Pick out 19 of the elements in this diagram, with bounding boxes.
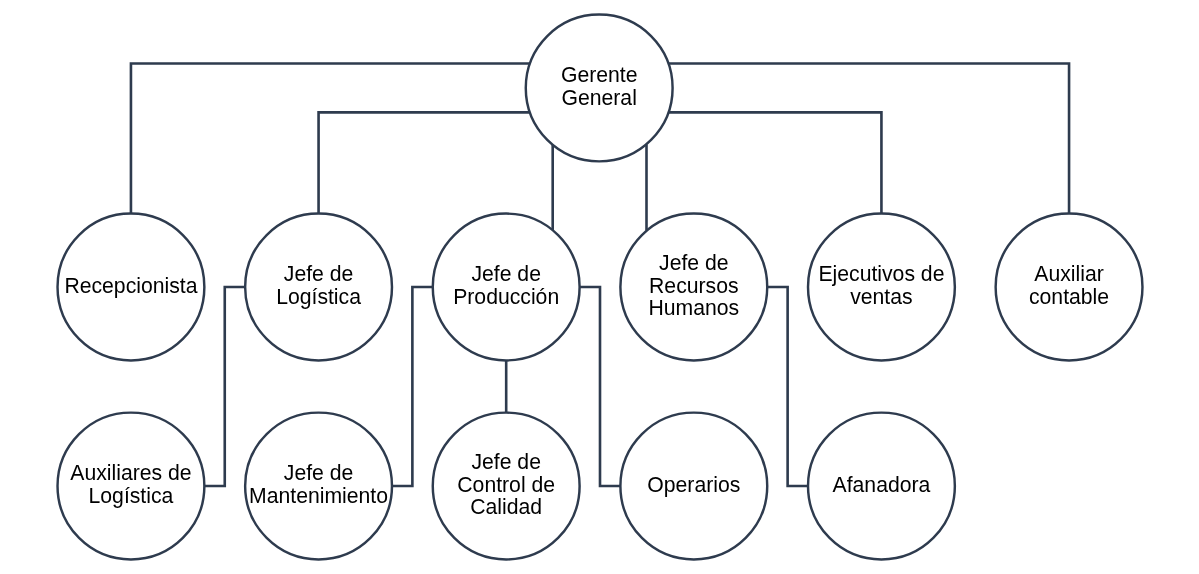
node-circle: Gerente General <box>524 13 674 163</box>
node-circle: Recepcionista <box>55 212 206 362</box>
node-circle: Jefe de Mantenimiento <box>243 411 393 561</box>
connector <box>644 144 648 231</box>
node-circle: Jefe de Producción <box>431 212 581 362</box>
connector <box>504 360 507 413</box>
node-circle: Auxiliares de Logística <box>55 411 206 561</box>
connector <box>316 111 530 214</box>
node-circle: Jefe de Control de Calidad <box>431 411 581 561</box>
connector <box>668 62 1070 214</box>
node-circle: Jefe de Logística <box>243 212 393 362</box>
node-circle: Afanadora <box>806 411 956 561</box>
connector <box>668 111 883 214</box>
node-circle: Jefe de Recursos Humanos <box>618 212 768 362</box>
node-circle: Auxiliar contable <box>993 212 1144 362</box>
node-circle: Operarios <box>618 411 768 561</box>
connector <box>550 145 554 230</box>
connector <box>129 62 530 214</box>
node-circle: Ejecutivos de ventas <box>806 212 956 362</box>
